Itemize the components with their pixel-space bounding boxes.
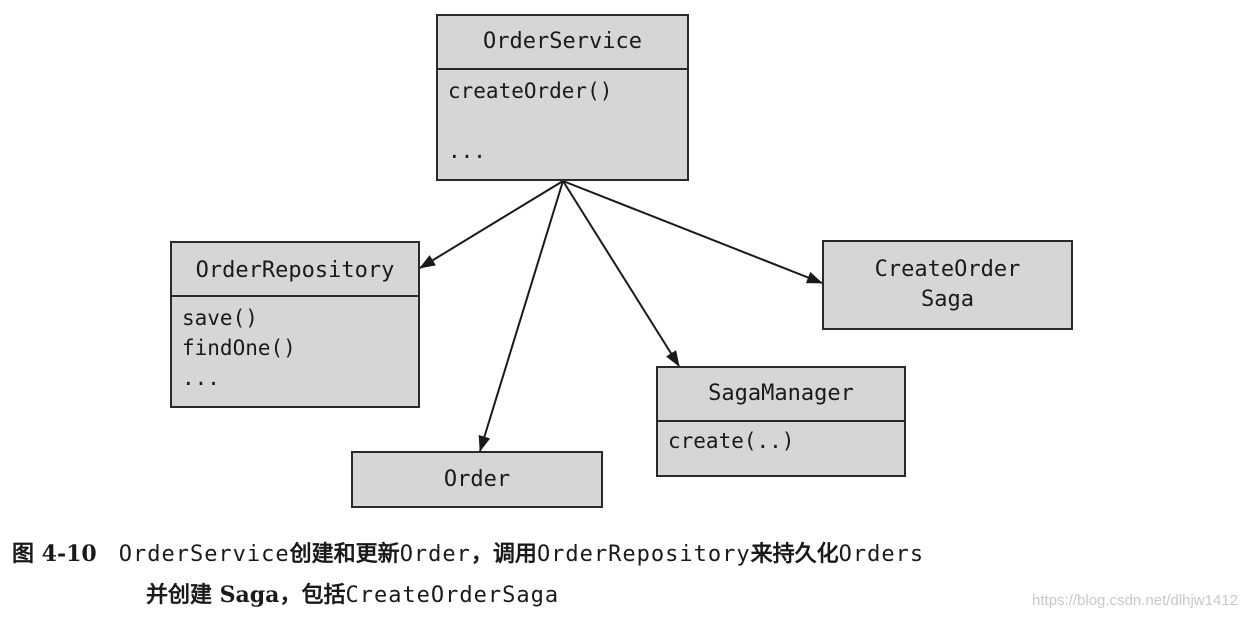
caption-code: CreateOrderSaga xyxy=(345,583,560,608)
caption-code: OrderService xyxy=(118,542,290,567)
caption-text: 来持久化 xyxy=(750,541,839,567)
method-ellipsis: ... xyxy=(448,139,486,163)
arrow-to-create-order-saga xyxy=(562,180,823,284)
caption-line-1: 图 4-10 OrderService创建和更新Order，调用OrderRepo… xyxy=(12,534,924,575)
caption-code: Order xyxy=(399,542,471,567)
create-order-saga-class: CreateOrder Saga xyxy=(822,240,1073,330)
arrow-to-order xyxy=(478,180,564,452)
method-create-order: createOrder() xyxy=(448,79,613,103)
caption-code: OrderRepository xyxy=(536,542,751,567)
caption-text: ，调用 xyxy=(470,541,537,567)
order-service-title: OrderService xyxy=(438,16,687,70)
method-find-one: findOne() xyxy=(182,336,296,360)
order-service-class: OrderService createOrder() ... xyxy=(436,14,689,181)
order-repository-class: OrderRepository save() findOne() ... xyxy=(170,241,420,408)
order-service-methods: createOrder() ... xyxy=(438,70,687,172)
method-create: create(..) xyxy=(668,429,795,453)
caption-code: Orders xyxy=(838,542,925,567)
saga-manager-title: SagaManager xyxy=(658,368,904,422)
figure-caption: 图 4-10 OrderService创建和更新Order，调用OrderRepo… xyxy=(12,534,924,616)
arrow-to-saga-manager xyxy=(562,180,680,367)
order-repository-title: OrderRepository xyxy=(172,243,418,297)
method-ellipsis: ... xyxy=(182,366,220,390)
create-order-saga-line2: Saga xyxy=(921,287,974,312)
watermark: https://blog.csdn.net/dlhjw1412 xyxy=(1032,592,1238,609)
caption-text: 并创建 Saga，包括 xyxy=(146,582,346,608)
order-class: Order xyxy=(351,451,603,508)
caption-text: 创建和更新 xyxy=(289,541,400,567)
create-order-saga-line1: CreateOrder xyxy=(874,257,1021,282)
order-title: Order xyxy=(443,466,511,492)
saga-manager-methods: create(..) xyxy=(658,422,904,462)
order-repository-methods: save() findOne() ... xyxy=(172,297,418,399)
saga-manager-class: SagaManager create(..) xyxy=(656,366,906,477)
arrow-to-order-repository xyxy=(419,180,564,269)
method-save: save() xyxy=(182,306,258,330)
create-order-saga-title: CreateOrder Saga xyxy=(824,242,1071,328)
figure-number: 图 4-10 xyxy=(12,541,97,567)
caption-line-2: 并创建 Saga，包括CreateOrderSaga xyxy=(12,575,924,616)
